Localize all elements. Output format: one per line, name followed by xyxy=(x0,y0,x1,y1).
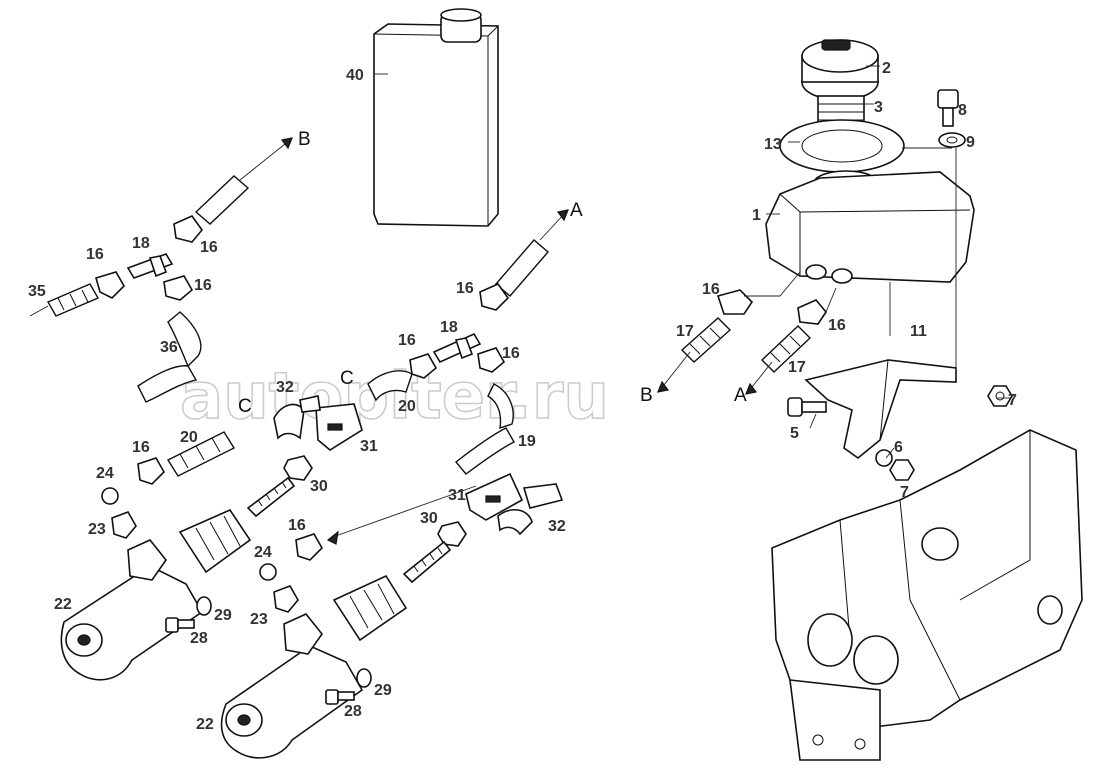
ref-letter-b-right: B xyxy=(640,385,653,406)
callout-29-a: 29 xyxy=(214,607,232,624)
hex-nut xyxy=(987,385,1013,407)
callout-23-b: 23 xyxy=(250,611,268,628)
hose-20-left xyxy=(166,431,236,477)
reservoir xyxy=(765,171,975,284)
callout-7-lower: 7 xyxy=(900,484,909,501)
callout-16-d: 16 xyxy=(456,280,474,297)
callout-7-upper: 7 xyxy=(1008,392,1017,409)
reference-arrows xyxy=(239,137,773,545)
callout-labels: 40 2 3 13 1 8 9 11 7 7 5 6 16 16 16 16 1… xyxy=(28,60,1017,733)
callout-17-a: 17 xyxy=(676,323,694,340)
ref-letter-a-top: A xyxy=(570,200,583,221)
callout-32-a: 32 xyxy=(276,379,294,396)
callout-20-a: 20 xyxy=(398,398,416,415)
callout-31-a: 31 xyxy=(360,438,378,455)
hose-17-a xyxy=(760,299,827,373)
callout-8: 8 xyxy=(958,102,967,119)
tee-connector-18a xyxy=(126,253,194,301)
hose-upper-a xyxy=(479,239,549,311)
hose-19 xyxy=(454,383,515,475)
callout-30-b: 30 xyxy=(420,510,438,527)
callout-11: 11 xyxy=(910,323,927,340)
mounting-bracket xyxy=(804,359,957,460)
ref-letter-c-left: C xyxy=(238,396,252,417)
reservoir-cap xyxy=(801,39,879,101)
fork-31-upper xyxy=(273,395,363,451)
reference-letters: B A C C B A xyxy=(238,129,747,417)
fitting-24-23-lower xyxy=(259,533,323,613)
bracket-nut xyxy=(875,449,915,481)
callout-1: 1 xyxy=(752,207,761,224)
callout-6: 6 xyxy=(894,439,903,456)
callout-3: 3 xyxy=(874,99,883,116)
bracket-bolt xyxy=(787,397,827,417)
oil-canister xyxy=(373,8,499,227)
callout-30-a: 30 xyxy=(310,478,328,495)
hose-20-c xyxy=(367,370,413,402)
tee-connector-18b xyxy=(409,332,506,379)
fork-31-lower xyxy=(465,472,564,536)
callout-9: 9 xyxy=(966,134,975,151)
callout-23-a: 23 xyxy=(88,521,106,538)
callout-19: 19 xyxy=(518,433,536,450)
callout-13: 13 xyxy=(764,136,782,153)
callout-24-b: 24 xyxy=(254,544,272,561)
nut-30-upper xyxy=(283,455,313,481)
callout-36: 36 xyxy=(160,339,178,356)
hose-17-b xyxy=(680,289,754,363)
bolt-28-29-upper xyxy=(165,596,212,633)
callout-24-a: 24 xyxy=(96,465,114,482)
callout-16-i: 16 xyxy=(702,281,720,298)
callout-2: 2 xyxy=(882,60,891,77)
hose-35 xyxy=(47,271,125,317)
callout-16-j: 16 xyxy=(828,317,846,334)
callout-31-b: 31 xyxy=(448,487,466,504)
callout-16-b: 16 xyxy=(200,239,218,256)
bolt-28-29-lower xyxy=(325,668,372,705)
fitting-24-23-upper xyxy=(101,457,165,539)
nut-30-lower xyxy=(437,521,467,547)
callout-29-b: 29 xyxy=(374,682,392,699)
callout-16-g: 16 xyxy=(132,439,150,456)
leader-lines xyxy=(29,65,1010,459)
callout-5: 5 xyxy=(790,425,799,442)
pedal-housing xyxy=(771,429,1083,761)
callout-16-f: 16 xyxy=(502,345,520,362)
callout-28-a: 28 xyxy=(190,630,208,647)
callout-17-b: 17 xyxy=(788,359,806,376)
callout-18-a: 18 xyxy=(132,235,150,252)
master-cylinder-lower xyxy=(220,540,452,759)
callout-28-b: 28 xyxy=(344,703,362,720)
ref-letter-b-top: B xyxy=(298,129,311,150)
callout-22-a: 22 xyxy=(54,596,72,613)
hose-36 xyxy=(137,311,202,403)
callout-22-b: 22 xyxy=(196,716,214,733)
callout-18-b: 18 xyxy=(440,319,458,336)
callout-16-c: 16 xyxy=(194,277,212,294)
bolt xyxy=(937,89,966,148)
ref-letter-a-right: A xyxy=(734,385,747,406)
callout-35: 35 xyxy=(28,283,46,300)
callout-16-a: 16 xyxy=(86,246,104,263)
master-cylinder-upper xyxy=(60,476,296,681)
callout-20-b: 20 xyxy=(180,429,198,446)
callout-32-b: 32 xyxy=(548,518,566,535)
callout-16-h: 16 xyxy=(288,517,306,534)
callout-16-e: 16 xyxy=(398,332,416,349)
ref-letter-c-mid: C xyxy=(340,368,354,389)
callout-40: 40 xyxy=(346,67,364,84)
hose-upper-b xyxy=(173,175,250,243)
